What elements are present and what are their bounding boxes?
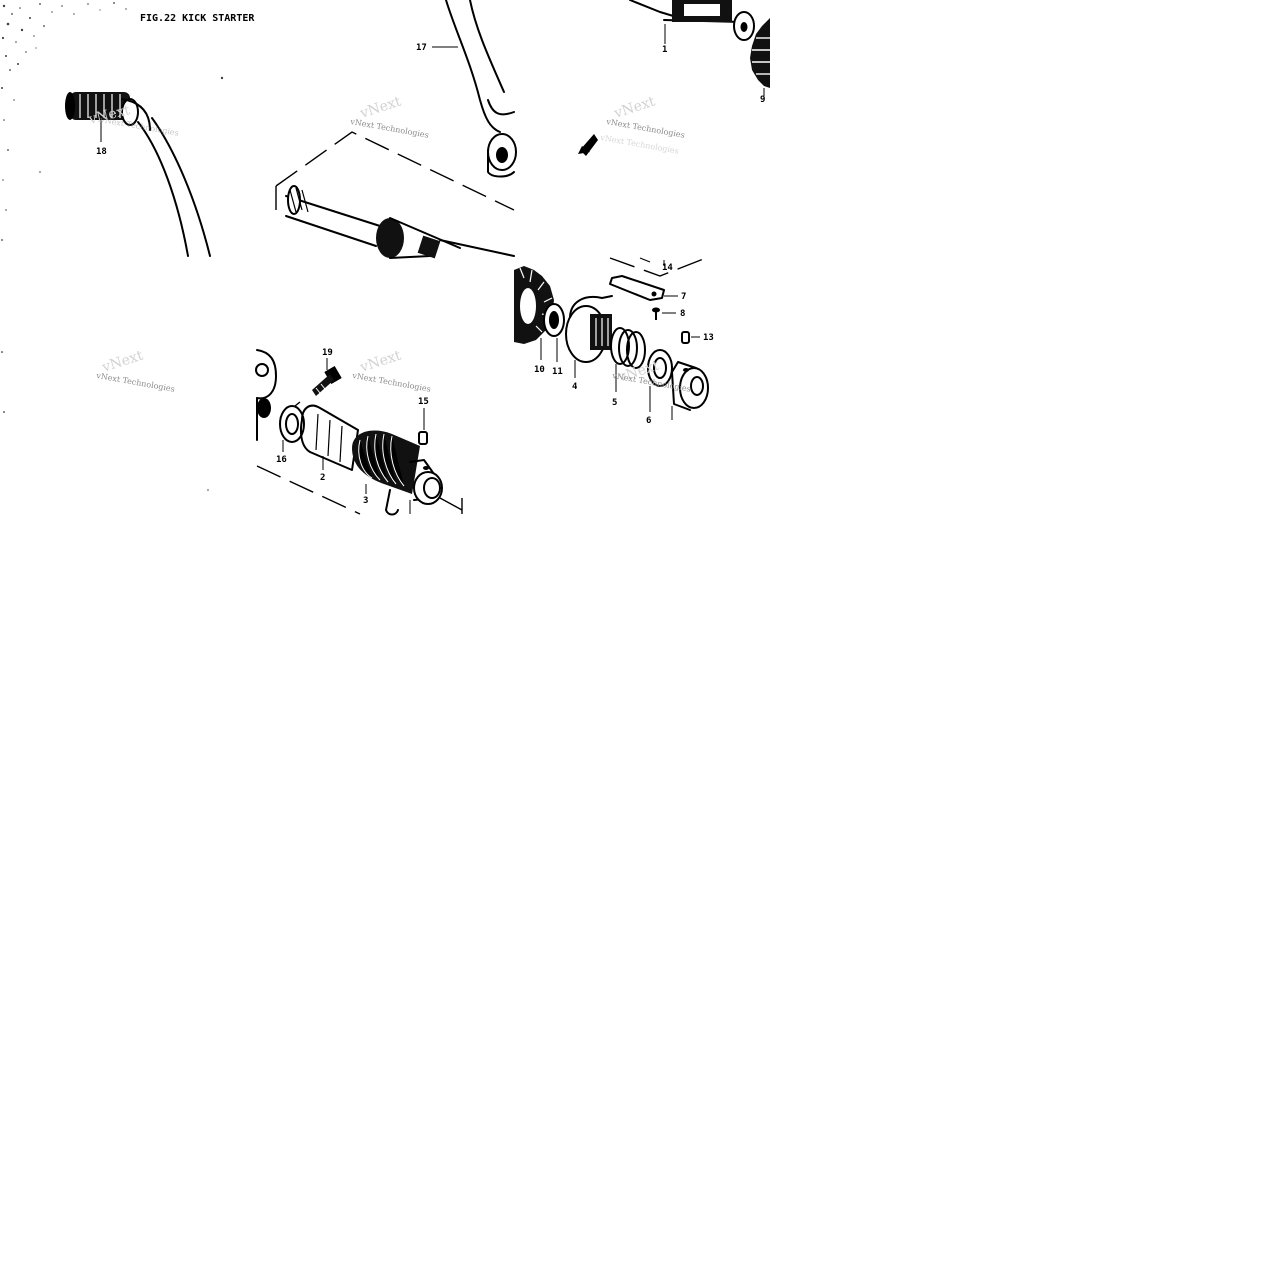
- callout-1-top: 1: [662, 45, 667, 55]
- figure-title: FIG.22 KICK STARTER: [140, 13, 255, 24]
- tile-middle-right: 14 10 11: [514, 257, 714, 426]
- washer-11: [543, 303, 565, 337]
- callout-8: 8: [680, 309, 685, 319]
- gear-9: [750, 18, 770, 88]
- ratchet-4: [565, 295, 613, 363]
- callout-4: 4: [572, 382, 578, 392]
- spring-collar: [409, 459, 443, 505]
- pin-13: [681, 331, 690, 344]
- lever-17: [445, 0, 501, 133]
- watermark-ghost-1: vNext: [357, 94, 403, 123]
- washer-16: [279, 405, 305, 443]
- callout-17: 17: [416, 43, 427, 53]
- tile-middle-left: vNext vNext Technologies: [1, 348, 175, 413]
- watermark-1: vNext Technologies: [349, 117, 430, 140]
- grip-part: [65, 92, 151, 131]
- shaft-end-part: [629, 0, 755, 41]
- callout-18: 18: [96, 147, 107, 157]
- callout-13: 13: [703, 333, 714, 343]
- assembly-guide-line-right: [609, 257, 707, 277]
- watermark-ghost-4: vNext: [357, 348, 403, 377]
- watermark-ghost-2: vNext: [611, 94, 657, 123]
- crankcase-fragment: [255, 349, 277, 441]
- callout-11: 11: [552, 367, 563, 377]
- right-collar: [671, 361, 709, 411]
- callout-3: 3: [363, 496, 368, 506]
- bolt-19: [312, 365, 342, 396]
- callout-9: 9: [760, 95, 765, 105]
- callout-10: 10: [534, 365, 545, 375]
- scan-noise: [1, 2, 224, 491]
- callout-6: 6: [646, 416, 651, 426]
- watermark-6: vNext Technologies: [99, 115, 180, 138]
- kick-lever-arm: [137, 121, 189, 257]
- spring-5: [610, 327, 646, 369]
- watermark-4: vNext Technologies: [351, 371, 432, 394]
- tile-top-left: FIG.22 KICK STARTER 18: [1, 2, 255, 491]
- washer-6: [647, 349, 673, 387]
- stopper-plate-7: [609, 275, 665, 301]
- callout-14: 14: [662, 263, 673, 273]
- callout-7: 7: [681, 292, 686, 302]
- callout-5: 5: [612, 398, 617, 408]
- spring-3: [352, 430, 420, 516]
- tile-top-middle: 17 vNext vNext Technologies: [275, 0, 517, 259]
- watermark-3: vNext Technologies: [95, 371, 176, 394]
- callout-2: 2: [320, 473, 325, 483]
- callout-19: 19: [322, 348, 333, 358]
- callout-15: 15: [418, 397, 429, 407]
- screw-8: [652, 307, 660, 320]
- callout-16: 16: [276, 455, 287, 465]
- assembly-guide-line-top: [275, 131, 515, 211]
- pin-15: [418, 431, 428, 445]
- tile-middle-center: 19 16 2: [255, 348, 463, 516]
- guide-2: [300, 404, 359, 471]
- kick-starter-shaft: [285, 185, 515, 259]
- tile-top-right: 1 9 vNext vNext Technologies: [578, 0, 770, 156]
